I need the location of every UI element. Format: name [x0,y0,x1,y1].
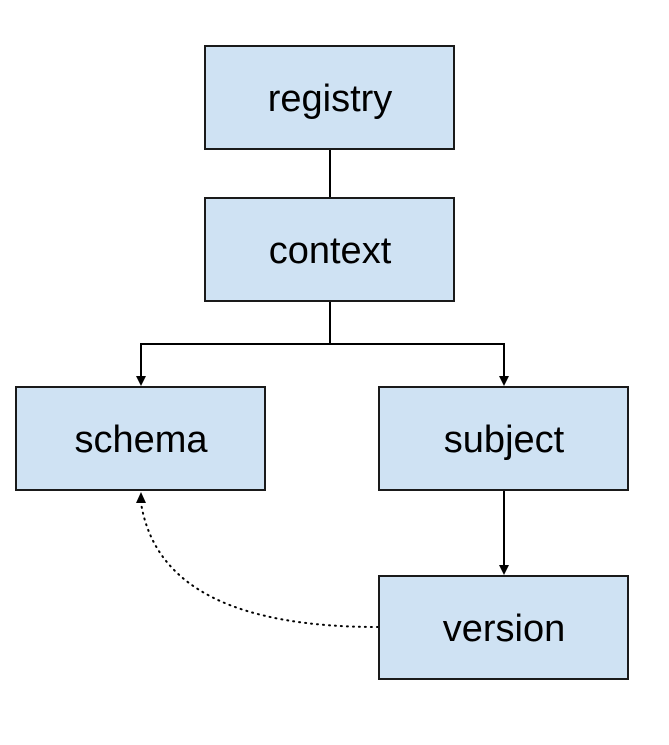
node-version-label: version [443,608,566,650]
edge-version-schema-dotted [140,502,379,628]
node-registry: registry [204,45,455,150]
node-subject: subject [378,386,629,491]
edge-context-branch [140,301,331,376]
arrowhead-to-schema [136,376,146,386]
node-context: context [204,197,455,302]
node-registry-label: registry [268,78,393,120]
node-context-label: context [269,230,392,272]
node-subject-label: subject [444,419,565,461]
node-schema: schema [15,386,266,491]
arrowhead-to-version [499,565,509,575]
node-schema-label: schema [74,419,208,461]
arrowhead-to-subject [499,376,509,386]
edge-context-subject [330,343,505,376]
node-version: version [378,575,629,680]
arrowhead-to-schema-dotted [136,492,146,503]
